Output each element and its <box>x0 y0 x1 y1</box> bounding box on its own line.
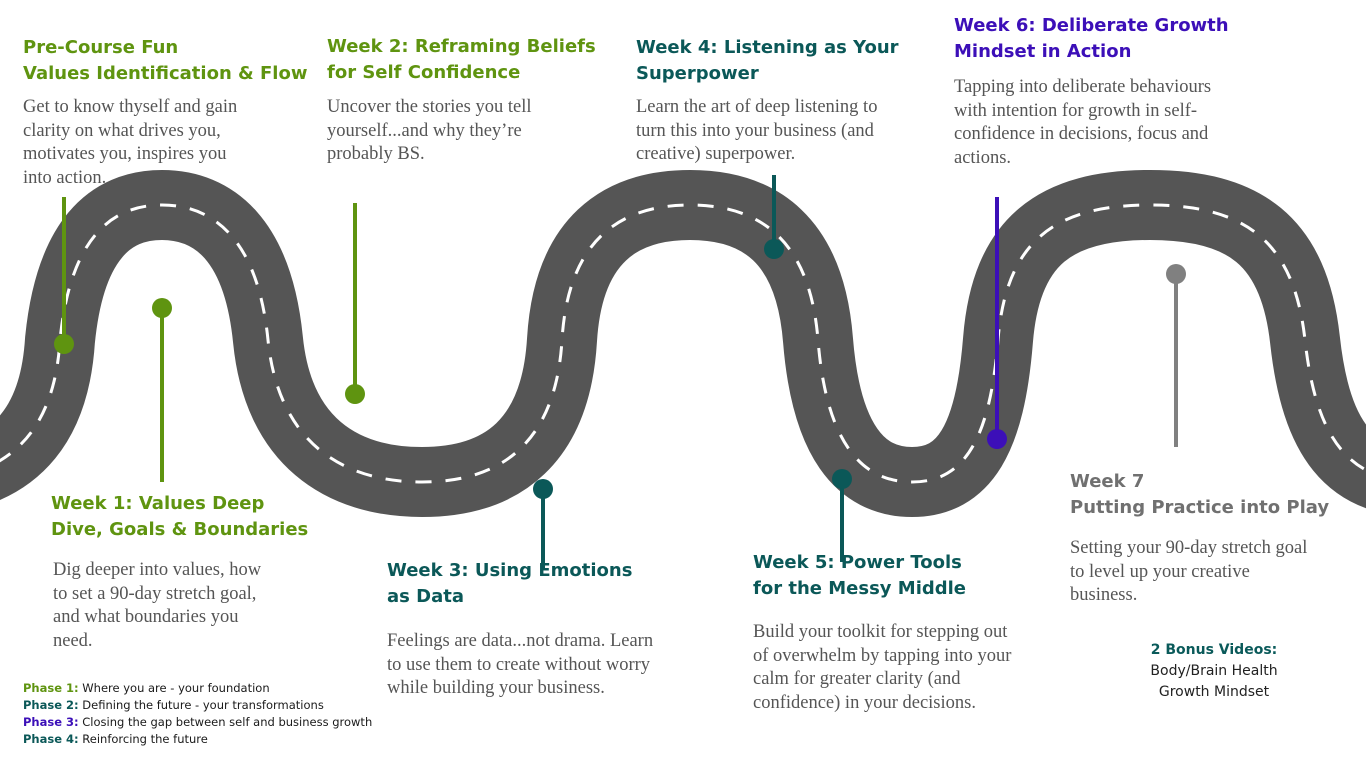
pin-week-3 <box>533 479 553 568</box>
pin-week-6 <box>987 197 1007 449</box>
stop-title: Week 4: Listening as Your Superpower <box>636 37 899 84</box>
stop-week-2: Week 2: Reframing Beliefs for Self Confi… <box>327 34 596 167</box>
legend-phase-1: Phase 1: Where you are - your foundation <box>23 681 270 695</box>
winding-road <box>0 169 1366 518</box>
stop-description: Build your toolkit for stepping out of o… <box>753 622 1012 713</box>
bonus-item: Growth Mindset <box>1158 684 1270 700</box>
pin-pre-course <box>54 197 74 354</box>
legend-phase-2: Phase 2: Defining the future - your tran… <box>23 698 324 712</box>
stop-week-4: Week 4: Listening as Your Superpower Lea… <box>636 35 899 167</box>
stop-title: Week 3: Using Emotions as Data <box>387 560 633 607</box>
bonus-videos: 2 Bonus Videos: Body/Brain Health Growth… <box>1126 640 1302 703</box>
stop-week-3: Week 3: Using Emotions as Data Feelings … <box>387 558 653 701</box>
stop-description: Feelings are data...not drama. Learn to … <box>387 631 654 698</box>
bonus-item: Body/Brain Health <box>1150 663 1278 679</box>
pin-week-2 <box>345 203 365 404</box>
stop-description: Setting your 90-day stretch goal to leve… <box>1070 538 1308 605</box>
stop-description: Get to know thyself and gain clarity on … <box>23 97 238 188</box>
stop-title: Week 5: Power Tools for the Messy Middle <box>753 552 967 599</box>
stop-description: Dig deeper into values, how to set a 90-… <box>53 560 262 651</box>
stop-title: Week 1: Values Deep Dive, Goals & Bounda… <box>51 493 309 540</box>
stop-description: Learn the art of deep listening to turn … <box>636 97 878 164</box>
stop-title: Week 6: Deliberate Growth Mindset in Act… <box>954 15 1229 62</box>
legend-phase-4: Phase 4: Reinforcing the future <box>23 732 208 746</box>
bonus-title: 2 Bonus Videos: <box>1150 642 1278 658</box>
stop-pre-course: Pre-Course Fun Values Identification & F… <box>23 35 307 190</box>
stop-week-7: Week 7 Putting Practice into Play Settin… <box>1070 469 1329 608</box>
pin-week-4 <box>764 175 784 259</box>
stop-description: Tapping into deliberate behaviours with … <box>954 77 1212 168</box>
stop-week-6: Week 6: Deliberate Growth Mindset in Act… <box>954 13 1229 170</box>
stop-title: Pre-Course Fun Values Identification & F… <box>23 37 308 84</box>
stop-description: Uncover the stories you tell yourself...… <box>327 97 532 164</box>
stop-week-1: Week 1: Values Deep Dive, Goals & Bounda… <box>51 491 308 653</box>
road-surface <box>0 169 1366 518</box>
pin-week-1 <box>152 298 172 482</box>
stop-title: Week 2: Reframing Beliefs for Self Confi… <box>327 36 596 83</box>
road-center-line <box>0 203 1366 484</box>
phase-legend: Phase 1: Where you are - your foundation… <box>23 680 372 748</box>
legend-phase-3: Phase 3: Closing the gap between self an… <box>23 715 373 729</box>
stop-title: Week 7 Putting Practice into Play <box>1070 471 1330 518</box>
pin-week-5 <box>832 469 852 562</box>
pin-week-7 <box>1166 264 1186 447</box>
stop-week-5: Week 5: Power Tools for the Messy Middle… <box>753 550 1011 715</box>
